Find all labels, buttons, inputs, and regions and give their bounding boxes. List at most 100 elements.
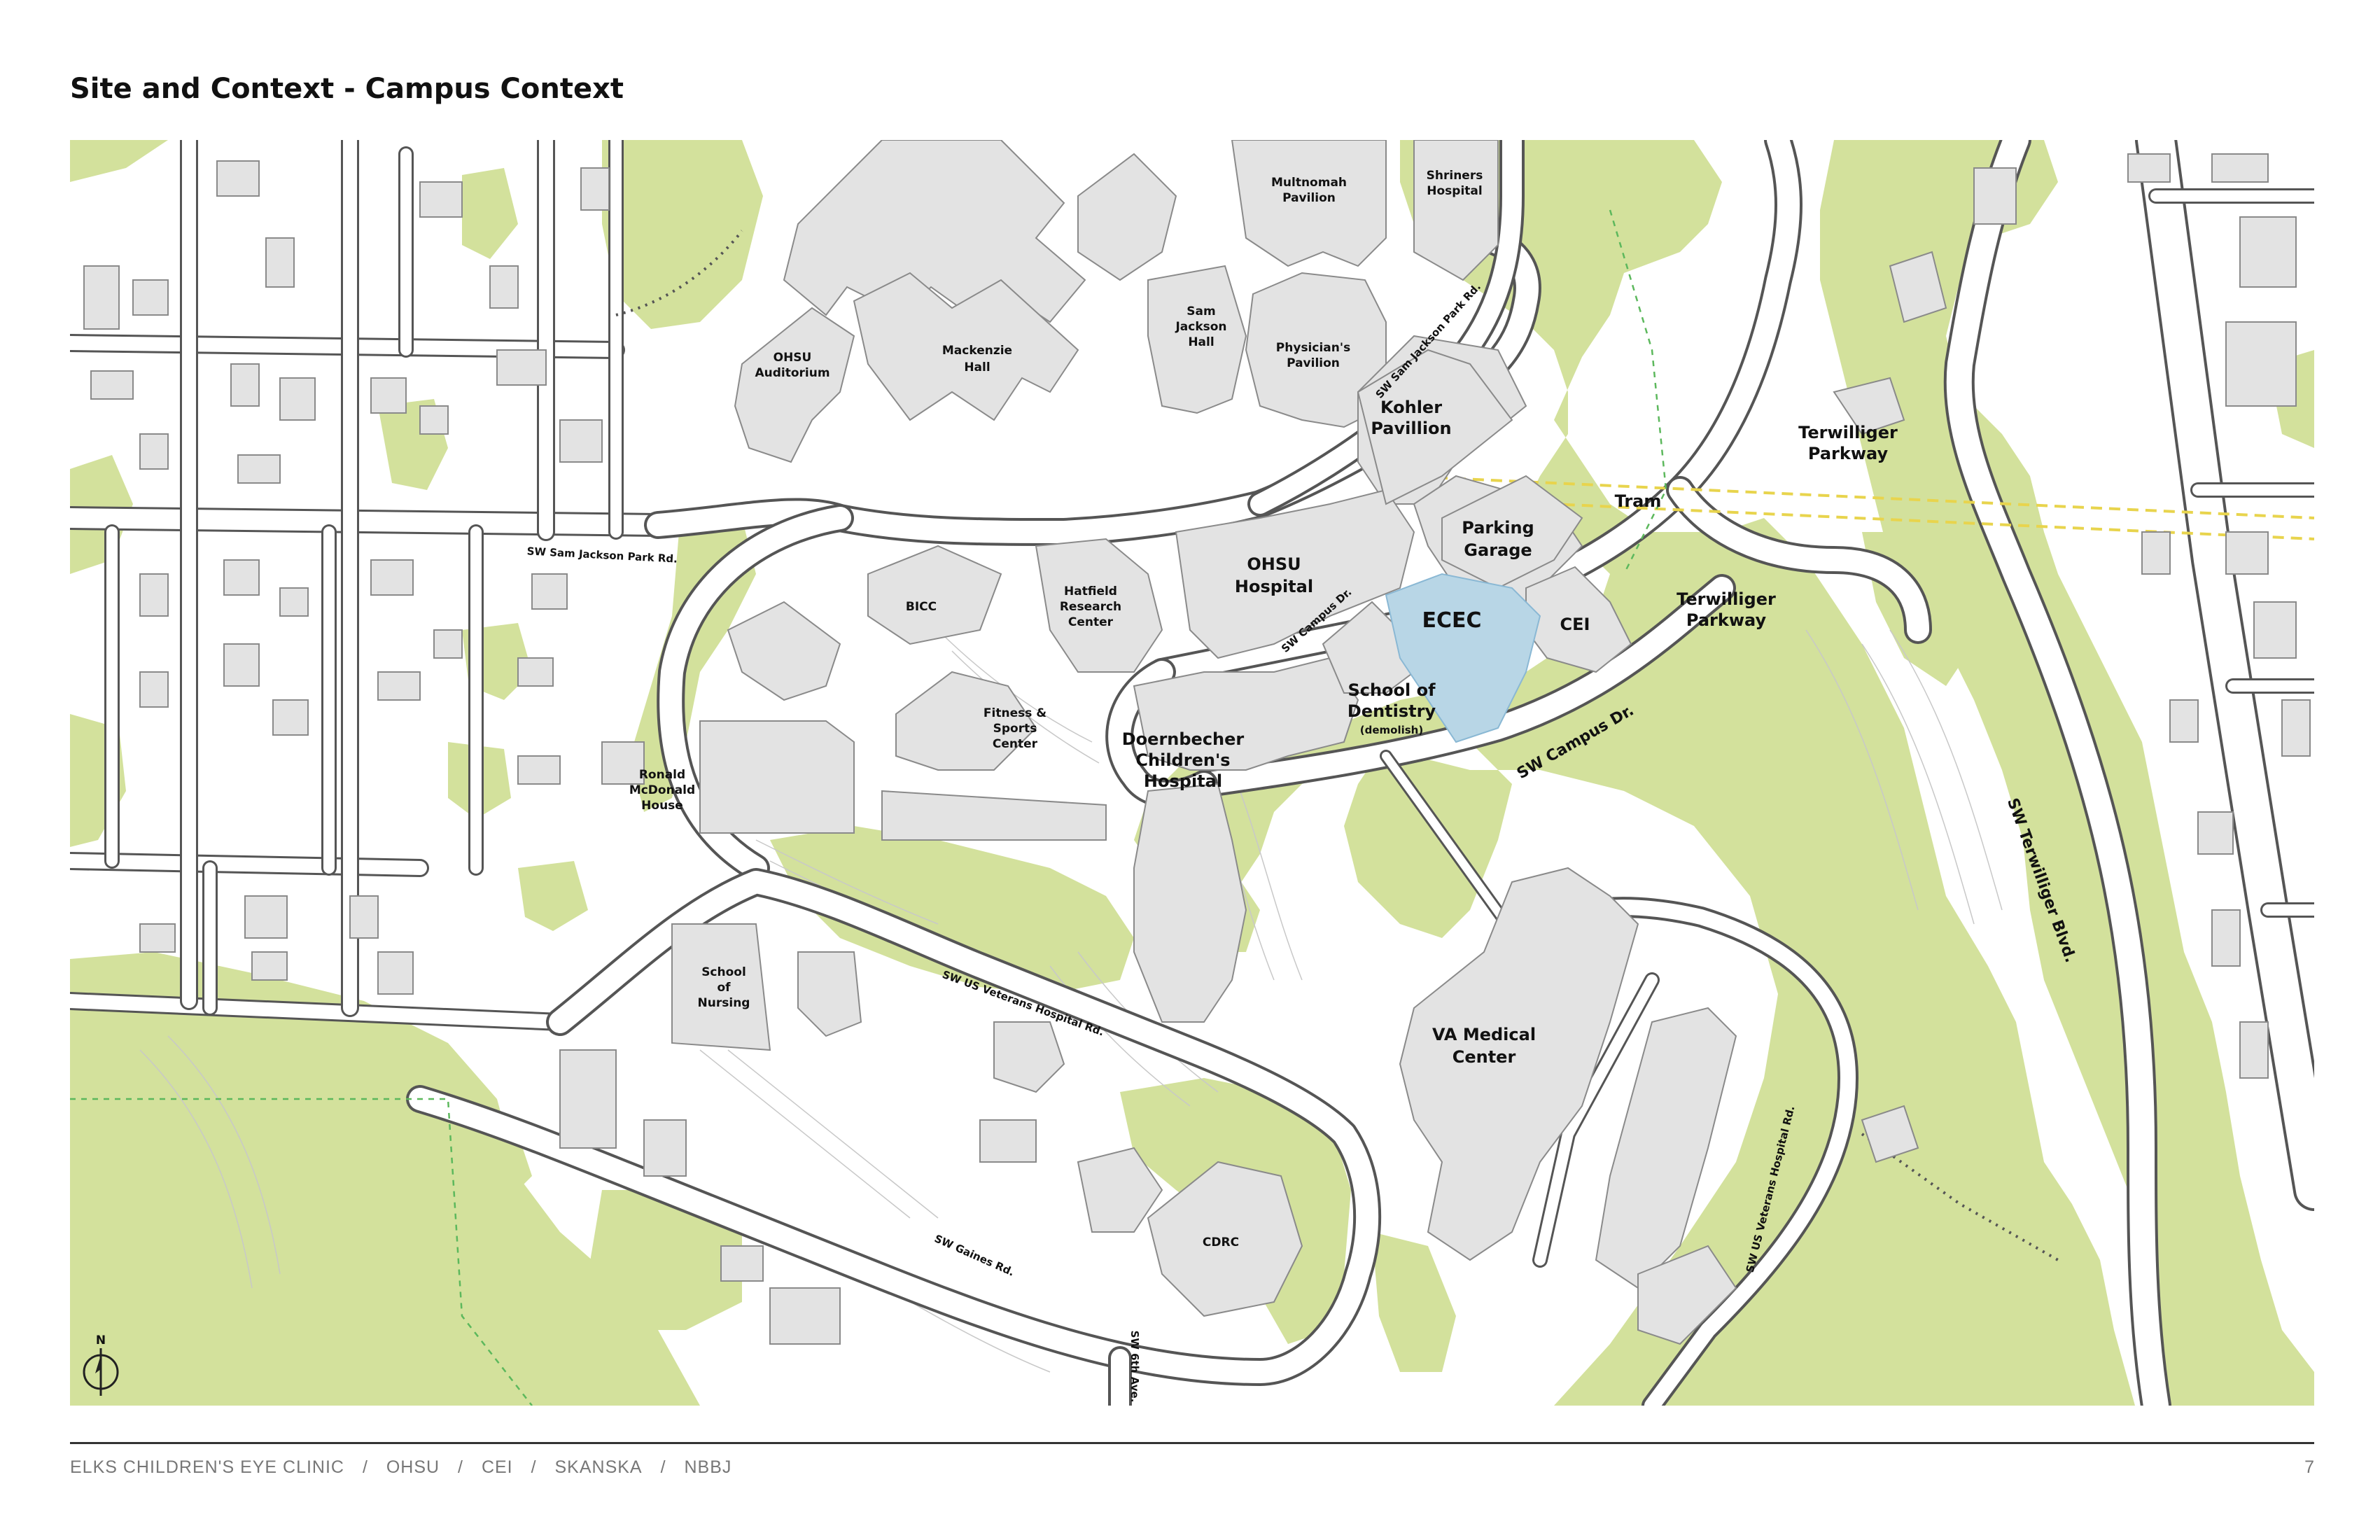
label-school-of-dentistry: School of (1348, 680, 1436, 700)
footer-project: ELKS CHILDREN'S EYE CLINIC (70, 1457, 344, 1477)
label-hatfield-research-center: Research (1060, 600, 1121, 614)
building (1147, 265, 1247, 414)
label-doernbecher: Children's (1135, 750, 1230, 770)
building (1861, 1105, 1919, 1163)
label-school-of-nursing: Nursing (698, 996, 750, 1010)
residential-blocks (83, 160, 645, 995)
label-fitness-sports-center: Center (993, 737, 1038, 751)
label-ohsu-hospital: Hospital (1235, 577, 1313, 596)
building (797, 951, 862, 1037)
building (559, 1049, 617, 1149)
dashed-boundary (1609, 209, 1667, 575)
footer-skanska: SKANSKA (554, 1457, 643, 1477)
north-arrow-label: N (96, 1334, 106, 1348)
label-terwilliger-parkway: Parkway (1808, 444, 1889, 463)
green-area (476, 1134, 532, 1204)
label-physicians-pavilion: Pavilion (1287, 356, 1340, 370)
green-area (518, 861, 588, 931)
label-mackenzie-hall: Mackenzie (942, 344, 1012, 358)
label-ronald-mcdonald-house: McDonald (629, 783, 695, 797)
footer-separator: / (660, 1457, 666, 1477)
label-doernbecher: Hospital (1144, 771, 1222, 791)
label-kohler-pavillion: Kohler (1380, 398, 1442, 417)
north-arrow: N (83, 1334, 119, 1396)
dashed-boundary (70, 1098, 533, 1406)
building (671, 923, 771, 1051)
label-school-of-nursing: School (701, 965, 746, 979)
building (895, 671, 1037, 771)
page-number: 7 (2304, 1457, 2314, 1477)
building (1441, 475, 1583, 589)
label-parking-garage: Garage (1464, 540, 1532, 560)
label-ohsu-hospital: OHSU (1247, 554, 1301, 574)
label-terwilliger-parkway: Terwilliger (1798, 423, 1898, 442)
label-parking-garage: Parking (1462, 518, 1534, 538)
dotted-path (1861, 1133, 2059, 1261)
page-title: Site and Context - Campus Context (70, 73, 624, 105)
label-demolish: (demolish) (1360, 724, 1423, 736)
label-shriners-hospital: Hospital (1427, 184, 1482, 198)
campus-map[interactable]: Multnomah Pavilion Shriners Hospital Sam… (70, 140, 2314, 1406)
building (734, 307, 855, 463)
label-multnomah-pavilion: Multnomah (1271, 176, 1347, 190)
label-hatfield-research-center: Center (1068, 615, 1114, 629)
building (1133, 657, 1359, 771)
label-kohler-pavillion: Pavillion (1371, 419, 1451, 438)
label-school-of-nursing: of (717, 981, 731, 995)
label-tram: Tram (1615, 491, 1662, 511)
green-area (1372, 1232, 1456, 1372)
label-ronald-mcdonald-house: Ronald (639, 768, 685, 782)
green-area (70, 140, 168, 182)
green-area (462, 168, 518, 259)
street-label-6th-ave: SW 6th Ave. (1128, 1331, 1141, 1403)
building (727, 601, 841, 701)
footer-nbbj: NBBJ (684, 1457, 732, 1477)
label-ohsu-auditorium: OHSU (774, 351, 812, 365)
label-sam-jackson-hall: Hall (1188, 335, 1214, 349)
green-area (1820, 140, 2314, 1406)
building (1595, 1007, 1737, 1289)
label-doernbecher: Doernbecher (1122, 729, 1245, 749)
building (1077, 153, 1177, 281)
label-ecec: ECEC (1422, 608, 1481, 633)
ecec-site[interactable] (1385, 573, 1541, 743)
building (769, 1287, 841, 1345)
green-areas (70, 140, 2314, 1406)
footer-ohsu: OHSU (386, 1457, 440, 1477)
label-fitness-sports-center: Sports (993, 722, 1037, 736)
green-area (770, 826, 1134, 994)
building (1133, 783, 1247, 1023)
label-terwilliger-parkway-east: Parkway (1686, 610, 1767, 630)
footer-rule (70, 1442, 2314, 1444)
building (1889, 251, 1947, 323)
green-area (1134, 140, 2135, 1406)
buildings (559, 140, 1947, 1345)
building (1147, 1161, 1303, 1317)
green-area (588, 1190, 742, 1330)
building (720, 1245, 764, 1282)
footer-cei: CEI (481, 1457, 513, 1477)
building (699, 720, 855, 834)
building (853, 272, 1079, 421)
building (867, 545, 1002, 645)
green-area (602, 140, 763, 329)
label-multnomah-pavilion: Pavilion (1282, 191, 1336, 205)
label-ohsu-auditorium: Auditorium (755, 366, 830, 380)
map-labels: Multnomah Pavilion Shriners Hospital Sam… (629, 169, 1898, 1250)
building (1413, 140, 1499, 281)
green-area (70, 952, 700, 1406)
label-va-medical-center: VA Medical (1432, 1025, 1536, 1044)
footer-separator: / (362, 1457, 368, 1477)
label-school-of-dentistry: Dentistry (1348, 701, 1436, 721)
building (1833, 377, 1905, 435)
tram-line (1399, 475, 2314, 519)
label-ronald-mcdonald-house: House (641, 799, 683, 813)
label-fitness-sports-center: Fitness & (983, 706, 1046, 720)
building (1231, 140, 1387, 267)
building (643, 1119, 687, 1177)
building (1077, 1147, 1163, 1233)
building (1035, 538, 1163, 673)
label-hatfield-research-center: Hatfield (1064, 584, 1117, 598)
footer-separator: / (458, 1457, 463, 1477)
label-sam-jackson-hall: Jackson (1175, 320, 1226, 334)
